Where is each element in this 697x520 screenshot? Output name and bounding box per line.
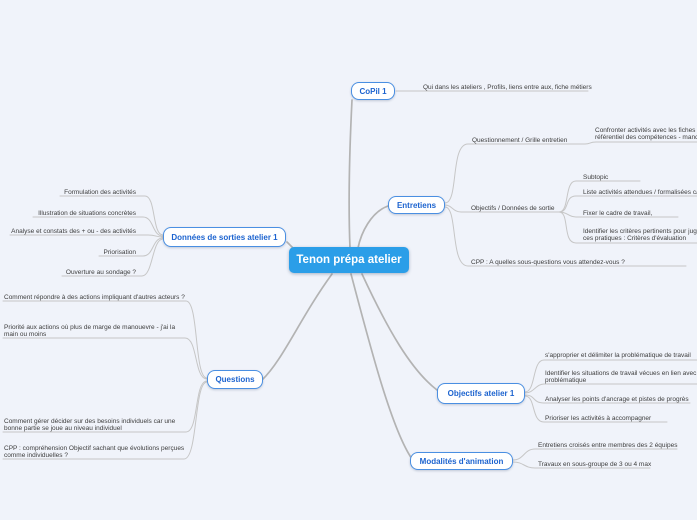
connector-donnees-priorisation [98,237,164,257]
connector-objatelier-o1 [524,359,697,393]
leaf-entretiens-croises[interactable]: Entretiens croisés entre membres des 2 é… [538,442,678,449]
connector-entretiens-questionnement [444,143,586,204]
leaf-confronter-line2: référentiel des compétences - manqu [595,134,697,141]
connector-objsortie-liste [558,195,697,213]
leaf-identifier-criteres-line1: Identifier les critères pertinents pour … [583,228,697,235]
leaf-cpp-sous-questions[interactable]: CPP : A quelles sous-questions vous atte… [471,259,625,266]
leaf-copil-qui-dans-les-ateliers[interactable]: Qui dans les ateliers , Profils, liens e… [423,84,592,91]
topic-copil-1[interactable]: CoPil 1 [351,82,395,100]
connector-root-entretiens [357,205,389,249]
leaf-identifier-criteres-line2: ces pratiques : Critères d'évaluation [583,235,687,242]
leaf-sapproprier-delimiter[interactable]: s'approprier et délimiter la problématiq… [545,352,691,359]
connector-questions-q4 [2,381,208,460]
leaf-identifier-situations-line2: problématique [545,377,587,384]
connector-modalites-m1 [512,448,678,461]
topic-entretiens[interactable]: Entretiens [388,196,445,214]
topic-objectifs-atelier-1[interactable]: Objectifs atelier 1 [437,383,525,404]
topic-questions[interactable]: Questions [207,370,263,389]
connector-entretiens-cpp [444,206,687,267]
leaf-comment-gerer-line2: bonne partie se joue au niveau individue… [4,425,122,432]
leaf-fixer-cadre-travail[interactable]: Fixer le cadre de travail, [583,210,653,217]
leaf-subtopic[interactable]: Subtopic [583,174,609,181]
connector-donnees-ouverture [61,238,164,277]
leaf-analyse-constats[interactable]: Analyse et constats des + ou - des activ… [11,228,136,235]
topic-donnees-de-sorties[interactable]: Données de sorties atelier 1 [163,227,286,247]
leaf-travaux-sous-groupe[interactable]: Travaux en sous-groupe de 3 ou 4 max [538,461,652,468]
leaf-priorite-actions-marge[interactable]: Priorité aux actions où plus de marge de… [4,324,175,338]
connector-objsortie-subtopic [558,180,641,213]
connector-modalites-m2 [512,461,651,469]
leaf-liste-activites-attendues[interactable]: Liste activités attendues / formalisées … [583,189,697,196]
connector-questionnement-confronter [584,141,697,145]
leaf-identifier-criteres[interactable]: Identifier les critères pertinents pour … [583,228,697,242]
connector-root-copil [348,99,353,249]
leaf-objectifs-donnees-sortie[interactable]: Objectifs / Données de sortie [471,205,555,212]
connector-objatelier-o4 [524,395,668,423]
leaf-cpp-comprehension-objectif[interactable]: CPP : compréhension Objectif sachant que… [4,445,184,459]
connector-entretiens-objectifs-sortie [444,204,560,213]
leaf-priorite-line2: main ou moins [4,331,47,338]
leaf-formulation-activites[interactable]: Formulation des activités [64,189,136,196]
leaf-identifier-situations[interactable]: Identifier les situations de travail véc… [545,370,696,384]
connector-donnees-formulation [59,195,164,236]
connector-questions-q3 [2,380,208,433]
leaf-prioriser-activites[interactable]: Prioriser les activités à accompagner [545,415,652,422]
leaf-comment-repondre-actions[interactable]: Comment répondre à des actions impliquan… [4,294,185,301]
leaf-illustration-situations[interactable]: Illustration de situations concrètes [38,210,136,217]
leaf-analyser-points-ancrage[interactable]: Analyser les points d'ancrage et pistes … [545,396,689,403]
leaf-priorite-line1: Priorité aux actions où plus de marge de… [4,324,176,331]
leaf-comment-gerer-besoins[interactable]: Comment gérer décider sur des besoins in… [4,418,175,432]
connector-questions-q1 [2,300,208,379]
connector-questions-q2 [2,337,208,380]
connector-root-objectifs [361,273,438,391]
connector-donnees-illustration [32,216,164,237]
connector-objsortie-identifier [558,211,697,244]
topic-modalites-animation[interactable]: Modalités d'animation [410,452,513,470]
leaf-confronter-line1: Confronter activités avec les fiches M [595,127,697,134]
leaf-priorisation[interactable]: Priorisation [103,249,136,256]
leaf-confronter-activites[interactable]: Confronter activités avec les fiches M r… [595,127,697,141]
connector-objatelier-o2 [524,383,697,394]
leaf-ouverture-sondage[interactable]: Ouverture au sondage ? [65,269,136,276]
connector-root-questions [261,273,333,381]
leaf-cpp-comprehension-line1: CPP : compréhension Objectif sachant que… [4,445,185,452]
connector-root-modalites [350,273,413,460]
connector-objatelier-o3 [524,394,691,404]
leaf-cpp-comprehension-line2: comme individuelles ? [4,452,68,459]
leaf-questionnement-grille-entretien[interactable]: Questionnement / Grille entretien [472,137,568,144]
leaf-comment-gerer-line1: Comment gérer décider sur des besoins in… [4,418,176,425]
connector-donnees-analyse [9,234,164,238]
leaf-identifier-situations-line1: Identifier les situations de travail véc… [545,370,697,377]
central-topic[interactable]: Tenon prépa atelier [289,247,409,273]
